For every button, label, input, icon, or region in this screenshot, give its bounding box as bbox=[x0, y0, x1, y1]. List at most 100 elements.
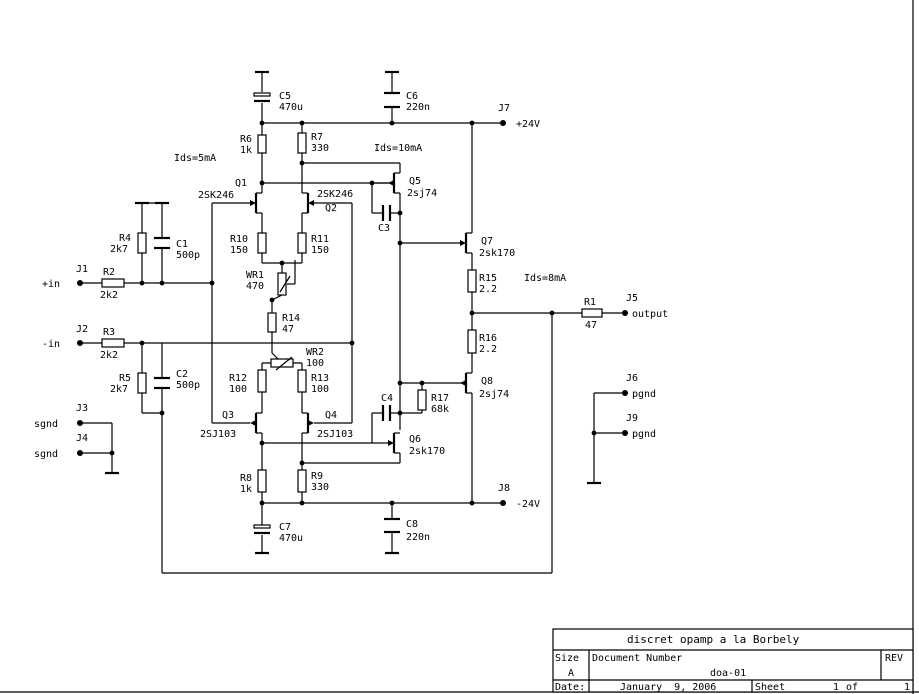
resistor-R7: R7 330 bbox=[297, 132, 329, 154]
rev-label: REV bbox=[885, 653, 903, 664]
resistor-R5: R5 2k7 bbox=[110, 372, 147, 395]
sheet-label: Sheet bbox=[755, 682, 785, 693]
date-label: Date: bbox=[555, 682, 585, 693]
q5-value: 2sj74 bbox=[407, 188, 437, 199]
capacitor-C6: C6 220n bbox=[384, 91, 430, 113]
q6-ref: Q6 bbox=[409, 434, 421, 445]
size-label: Size bbox=[555, 653, 579, 664]
sheet-of: of bbox=[846, 682, 858, 693]
q1-ref: Q1 bbox=[235, 178, 247, 189]
jfet-Q1: Q1 2SK246 bbox=[198, 178, 262, 214]
j6-ref: J6 bbox=[626, 373, 638, 384]
j9-ref: J9 bbox=[626, 413, 638, 424]
resistor-R3: R3 2k2 bbox=[100, 327, 125, 361]
c2-ref: C2 bbox=[176, 369, 188, 380]
r1-ref: R1 bbox=[584, 297, 596, 308]
resistor-R13: R13 100 bbox=[297, 369, 329, 395]
date-value: January 9, 2006 bbox=[620, 682, 716, 693]
r5-value: 2k7 bbox=[110, 384, 128, 395]
title-block-title: discret opamp a la Borbely bbox=[627, 633, 800, 646]
connector-J8: J8 -24V bbox=[498, 483, 540, 510]
q2-ref: Q2 bbox=[325, 203, 337, 214]
r11-ref: R11 bbox=[311, 234, 329, 245]
note-ids-input: Ids=5mA bbox=[174, 153, 216, 164]
resistor-R11: R11 150 bbox=[297, 232, 329, 256]
r15-value: 2.2 bbox=[479, 284, 497, 295]
jfet-Q8: Q8 2sj74 bbox=[460, 372, 509, 400]
connector-J1: J1 +in bbox=[42, 264, 88, 290]
r17-value: 68k bbox=[431, 404, 449, 415]
q7-value: 2sk170 bbox=[479, 248, 515, 259]
wr1-value: 470 bbox=[246, 281, 264, 292]
j5-net: output bbox=[632, 309, 668, 320]
r12-value: 100 bbox=[229, 384, 247, 395]
resistor-R8: R8 1k bbox=[240, 469, 267, 495]
r16-ref: R16 bbox=[479, 333, 497, 344]
r14-value: 47 bbox=[282, 324, 294, 335]
q4-value: 2SJ103 bbox=[317, 429, 353, 440]
r12-ref: R12 bbox=[229, 373, 247, 384]
r7-ref: R7 bbox=[311, 132, 323, 143]
q3-ref: Q3 bbox=[222, 410, 234, 421]
j1-ref: J1 bbox=[76, 264, 88, 275]
r6-value: 1k bbox=[240, 145, 252, 156]
j4-ref: J4 bbox=[76, 433, 88, 444]
jfet-Q5: Q5 2sj74 bbox=[372, 172, 437, 199]
connector-J2: J2 -in bbox=[42, 324, 88, 350]
jfet-Q7: Q7 2sk170 bbox=[460, 232, 515, 259]
c1-value: 500p bbox=[176, 250, 200, 261]
jfet-Q3: Q3 2SJ103 bbox=[200, 410, 262, 440]
size-value: A bbox=[568, 668, 574, 679]
trimmer-WR1: WR1 470 bbox=[246, 260, 296, 301]
r16-value: 2.2 bbox=[479, 344, 497, 355]
connector-J6: J6 pgnd bbox=[622, 373, 656, 400]
resistor-R4: R4 2k7 bbox=[110, 232, 147, 255]
r17-ref: R17 bbox=[431, 393, 449, 404]
r8-value: 1k bbox=[240, 484, 252, 495]
q7-ref: Q7 bbox=[481, 236, 493, 247]
jfet-Q4: Q4 2SJ103 bbox=[302, 410, 353, 440]
resistor-R10: R10 150 bbox=[230, 232, 267, 256]
capacitor-C3: C3 bbox=[378, 205, 392, 234]
r10-ref: R10 bbox=[230, 234, 248, 245]
supply-bars bbox=[105, 70, 601, 555]
connector-J4: J4 sgnd bbox=[34, 433, 88, 460]
q6-value: 2sk170 bbox=[409, 446, 445, 457]
r5-ref: R5 bbox=[119, 373, 131, 384]
j2-ref: J2 bbox=[76, 324, 88, 335]
jfet-Q2: 2SK246 Q2 bbox=[302, 189, 353, 214]
r3-ref: R3 bbox=[103, 327, 115, 338]
wr1-ref: WR1 bbox=[246, 270, 264, 281]
q5-ref: Q5 bbox=[409, 176, 421, 187]
j9-net: pgnd bbox=[632, 429, 656, 440]
j8-ref: J8 bbox=[498, 483, 510, 494]
resistor-R9: R9 330 bbox=[297, 469, 329, 493]
q8-value: 2sj74 bbox=[479, 389, 509, 400]
q1-value: 2SK246 bbox=[198, 190, 234, 201]
r10-value: 150 bbox=[230, 245, 248, 256]
q2-value: 2SK246 bbox=[317, 189, 353, 200]
c6-ref: C6 bbox=[406, 91, 418, 102]
docnum-value: doa-01 bbox=[710, 668, 746, 679]
note-ids-output: Ids=8mA bbox=[524, 273, 566, 284]
r13-value: 100 bbox=[311, 384, 329, 395]
capacitor-C2: C2 500p bbox=[154, 369, 200, 391]
j7-net: +24V bbox=[516, 119, 540, 130]
j1-net: +in bbox=[42, 279, 60, 290]
j7-ref: J7 bbox=[498, 103, 510, 114]
c6-value: 220n bbox=[406, 102, 430, 113]
resistor-R15: R15 2.2 bbox=[467, 269, 497, 295]
q8-ref: Q8 bbox=[481, 376, 493, 387]
junctions bbox=[109, 120, 597, 506]
j5-ref: J5 bbox=[626, 293, 638, 304]
resistor-R2: R2 2k2 bbox=[100, 267, 125, 301]
r9-value: 330 bbox=[311, 482, 329, 493]
resistor-R6: R6 1k bbox=[240, 134, 267, 156]
wr2-ref: WR2 bbox=[306, 347, 324, 358]
capacitor-C4: C4 bbox=[381, 393, 393, 421]
c5-ref: C5 bbox=[279, 91, 291, 102]
trimmer-WR2: WR2 100 bbox=[270, 347, 324, 371]
r13-ref: R13 bbox=[311, 373, 329, 384]
r4-value: 2k7 bbox=[110, 244, 128, 255]
